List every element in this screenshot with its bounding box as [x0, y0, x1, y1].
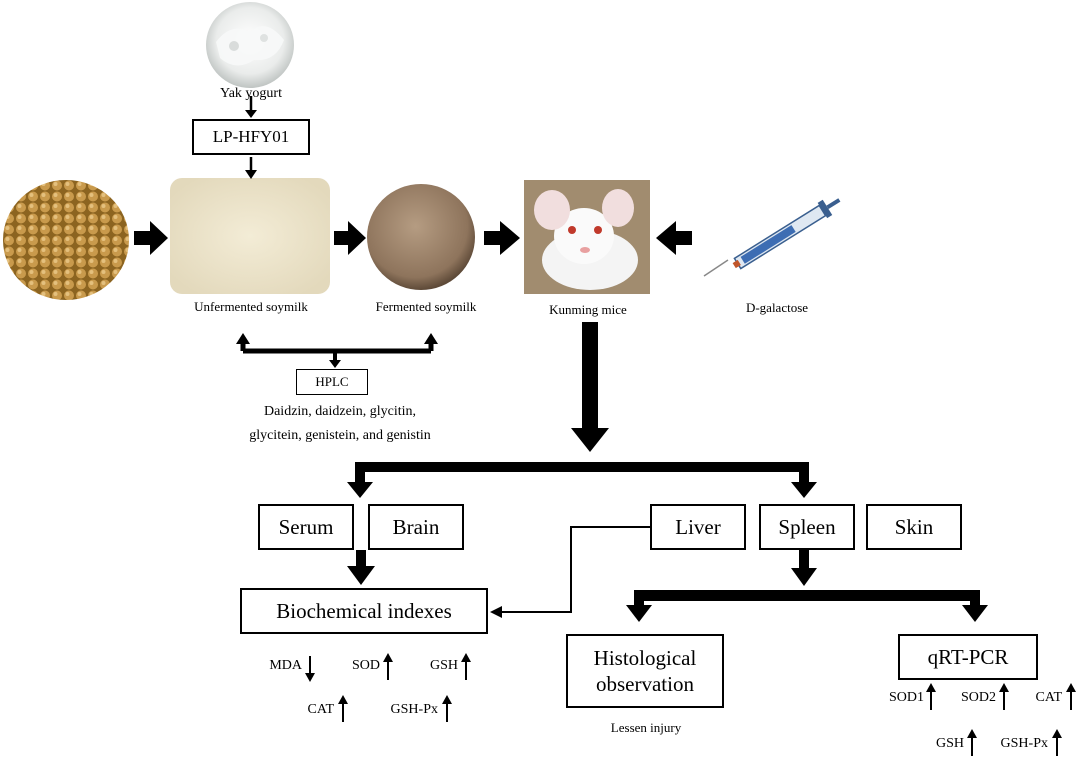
mouse-image [524, 180, 650, 294]
hplc-compounds-line2: glycitein, genistein, and genistin [249, 428, 431, 443]
liver-box: Liver [650, 504, 746, 550]
fermented-soymilk-label: Fermented soymilk [375, 299, 477, 314]
hplc-box: HPLC [296, 369, 368, 395]
strain-box: LP-HFY01 [192, 119, 310, 155]
d-galactose-label: D-galactose [745, 300, 809, 315]
brain-box: Brain [368, 504, 464, 550]
hplc-compounds-line1: Daidzin, daidzein, glycitin, [263, 404, 416, 419]
histology-title-line2: observation [596, 672, 694, 696]
biochem-marker-cat: CAT [307, 702, 334, 717]
biochem-marker-sod: SOD [351, 658, 380, 673]
serum-box: Serum [258, 504, 354, 550]
fermented-soymilk-image [366, 183, 476, 291]
qrtpcr-marker-sod1: SOD1 [888, 690, 924, 705]
biochemical-indexes-box: Biochemical indexes [240, 588, 488, 634]
qrtpcr-marker-gsh: GSH [935, 736, 964, 751]
unfermented-soymilk-label: Unfermented soymilk [194, 299, 308, 314]
soybeans-image [3, 180, 129, 300]
syringe-image [700, 192, 854, 282]
biochem-marker-gsh: GSH [429, 658, 458, 673]
qrtpcr-marker-cat: CAT [1035, 690, 1062, 705]
qrt-pcr-box: qRT-PCR [898, 634, 1038, 680]
yak-yogurt-image [206, 2, 294, 88]
biochem-marker-gsh-px: GSH-Px [390, 702, 438, 717]
unfermented-soymilk-image [170, 178, 330, 294]
histological-observation-box: Histological observation [566, 634, 724, 708]
histology-result: Lessen injury [610, 720, 682, 735]
qrtpcr-marker-gsh-px: GSH-Px [1000, 736, 1048, 751]
skin-box: Skin [866, 504, 962, 550]
spleen-box: Spleen [759, 504, 855, 550]
histology-title-line1: Histological [593, 646, 697, 670]
qrtpcr-marker-sod2: SOD2 [960, 690, 996, 705]
biochem-marker-mda: MDA [269, 658, 302, 673]
kunming-mice-label: Kunming mice [549, 302, 627, 317]
yak-yogurt-label: Yak yogurt [220, 86, 282, 101]
